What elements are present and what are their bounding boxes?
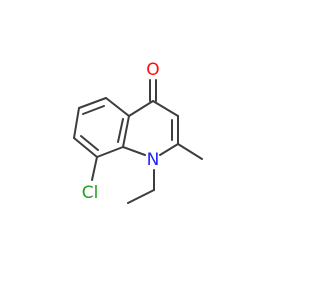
bond-c4a-c4	[128, 100, 154, 117]
bond-n1-c8a	[122, 146, 146, 156]
bond-layer	[73, 79, 203, 204]
bond-c5-c6-inner	[82, 105, 105, 115]
bond-c4-c3	[152, 100, 179, 117]
oxygen-atom-label: O	[146, 60, 159, 80]
bond-c8a-c4a-inner	[117, 118, 124, 143]
nitrogen-atom-label: N	[147, 150, 160, 170]
bond-c6-c7	[73, 107, 80, 139]
molecule-diagram: O N Cl	[73, 60, 203, 204]
bond-c7-c8	[73, 137, 98, 158]
bond-ethyl-ch2-ch3	[127, 189, 155, 204]
bond-c5-c6	[78, 97, 107, 109]
bond-c2-methyl	[177, 143, 203, 160]
bond-c8a-c4a	[122, 115, 130, 148]
atom-labels: O N Cl	[82, 60, 160, 203]
bond-c8-c8a	[96, 146, 124, 158]
bond-c8-cl	[91, 156, 98, 181]
chlorine-atom-label: Cl	[82, 183, 99, 203]
bond-c7-c8-inner	[80, 135, 99, 151]
bond-c2-n1	[159, 143, 179, 156]
bond-c4a-c5	[105, 97, 130, 117]
